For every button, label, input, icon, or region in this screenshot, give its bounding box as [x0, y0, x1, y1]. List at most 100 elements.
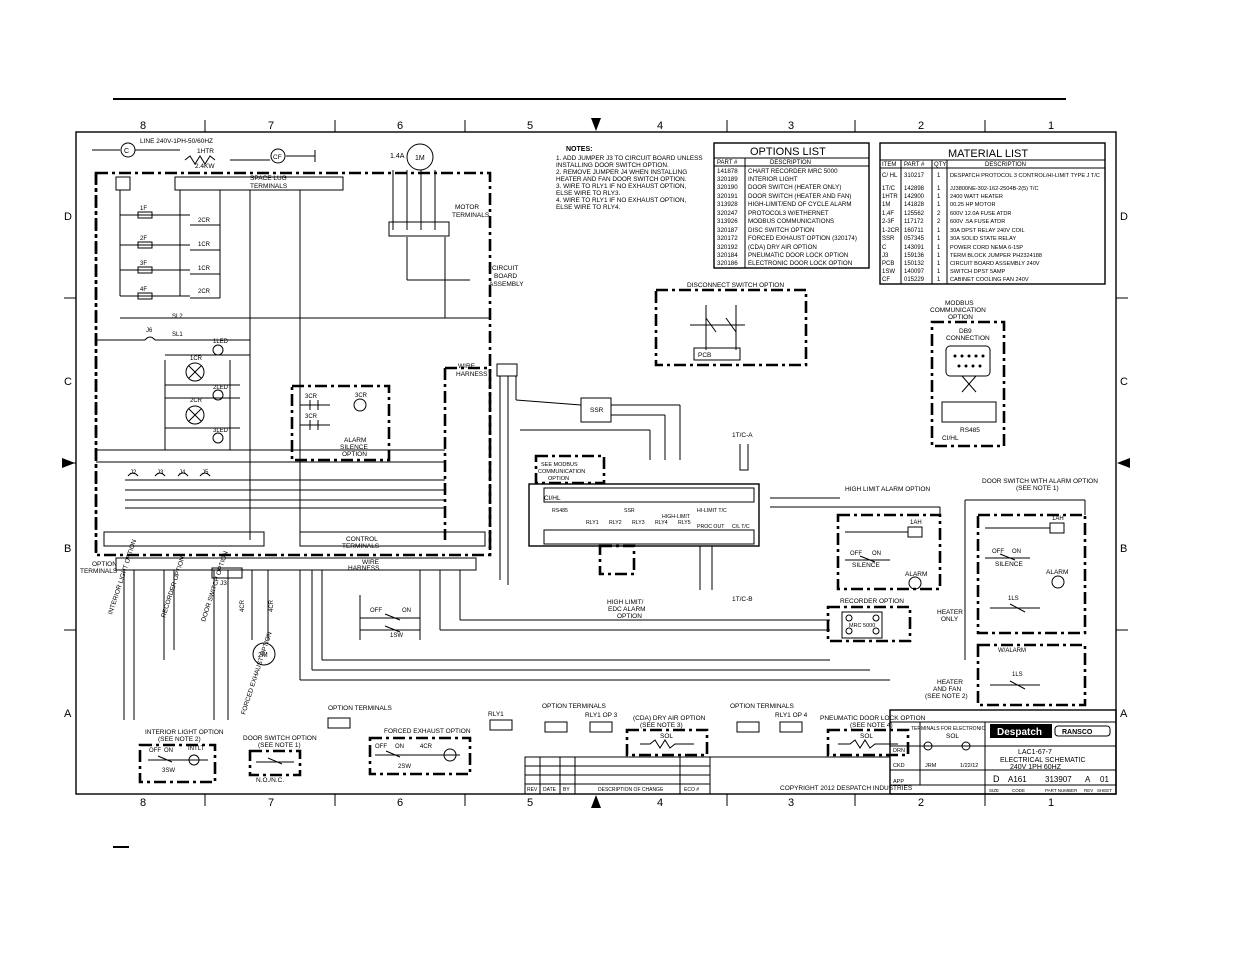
ctrl-label-rs485: RS485 [552, 508, 568, 514]
disconnect-switch-option: DISCONNECT SWITCH OPTION PCB [654, 282, 808, 367]
modbus-db9-1: DB9 [959, 328, 972, 335]
tb-sheet: 01 [1100, 775, 1109, 784]
ctrl-label-rly3: RLY3 [632, 520, 645, 526]
tb-size-label: SIZE [989, 788, 999, 793]
pn-rly-op4: RLY1 OP 4 [775, 712, 808, 719]
see-modbus-3: OPTION [548, 476, 569, 482]
heater-value: 2.4KW [195, 163, 215, 170]
ssr-block: SSR [515, 397, 681, 460]
material-row-6-item: 1-2CR [882, 228, 900, 234]
led-1-icon [212, 344, 224, 356]
ds-bottom-note: (SEE NOTE 1) [258, 742, 301, 749]
fuse-3f [137, 266, 153, 274]
see-modbus-2: COMMUNICATION [538, 469, 585, 475]
bottom-zone-markers: 8 7 6 5 4 3 2 1 [140, 794, 1054, 809]
title-block: COPYRIGHT 2012 DESPATCH INDUSTRIES Despa… [709, 709, 1117, 795]
zone-7-top: 7 [268, 120, 274, 132]
ctrl-label-rly4: RLY4 [655, 520, 668, 526]
zone-3-top: 3 [788, 120, 794, 132]
fuse-2f-label: 2F [140, 236, 147, 242]
circuit-board-label-2: BOARD [494, 273, 517, 280]
zone-d-right: D [1120, 211, 1128, 223]
material-row-5-desc: 600V .5A FUSE ATDR [950, 219, 1005, 225]
relay-1cr-label: 1CR [190, 356, 203, 362]
material-row-3-qty: 1 [937, 202, 941, 208]
revision-block: REV DATE BY DESCRIPTION OF CHANGE ECO # [524, 756, 711, 795]
material-row-3-desc: 00.25 HP MOTOR [950, 202, 996, 208]
recorder-title: RECORDER OPTION [840, 598, 904, 605]
material-row-12-part: 015229 [904, 277, 925, 283]
wire-harness-2-label-2: HARNESS [348, 565, 380, 572]
options-list-title: OPTIONS LIST [750, 146, 826, 158]
material-row-8-qty: 1 [937, 245, 941, 251]
rev-hdr-by: BY [563, 787, 570, 793]
led-3-label: 3LED [213, 428, 229, 434]
tb-code-label: CODE [1012, 788, 1025, 793]
zone-b-right: B [1120, 543, 1127, 555]
sw1-label: 1SW [390, 633, 403, 639]
tb-code: A161 [1008, 775, 1027, 784]
options-row-9-desc: (CDA) DRY AIR OPTION [748, 244, 817, 251]
brand-name: Despatch [997, 727, 1042, 738]
material-row-9-part: 159136 [904, 253, 925, 259]
recorder-option: RECORDER OPTION MRC 5000 [826, 598, 912, 643]
material-header-desc: DESCRIPTION [985, 162, 1026, 168]
material-row-6-part: 160711 [904, 228, 924, 234]
alarm-3cr-coil-icon [353, 398, 367, 412]
exhaust-motor-label: 2M [258, 652, 268, 659]
j6-label: J6 [146, 328, 153, 334]
material-row-8-desc: POWER CORD NEMA 6-15P [950, 245, 1023, 251]
material-row-2-item: 1HTR [882, 194, 898, 200]
heater-fan-2: AND FAN [933, 686, 961, 693]
material-row-9-qty: 1 [937, 253, 941, 259]
control-terminal-strip: CONTROL TERMINALS WIRE HARNESS OPTION TE… [80, 531, 890, 720]
motor-rating: 1.4A [390, 153, 405, 160]
db9-connector-icon [945, 345, 991, 377]
hl-alarm-icon [908, 576, 922, 590]
heater-only-1: HEATER [937, 609, 963, 616]
material-row-9-item: J3 [882, 253, 889, 259]
options-list-rows: 141878 CHART RECORDER MRC 5000 320189 IN… [717, 168, 857, 267]
contact-2cr-b: 2CR [198, 289, 211, 295]
zone-5-bottom: 5 [527, 797, 533, 809]
material-row-6-qty: 1 [937, 228, 941, 234]
material-row-1-item: 1T/C [882, 186, 896, 192]
lower-4cr-a: 4CR [240, 599, 246, 612]
zone-b-left: B [64, 543, 71, 555]
rev-hdr-eco: ECO # [684, 787, 699, 793]
options-row-9-part: 320192 [717, 244, 738, 251]
sl2-label: SL2 [172, 314, 183, 320]
hl-edc-3: OPTION [617, 613, 642, 620]
el-sol: SOL [946, 733, 959, 740]
tb-checked: CKD [893, 763, 905, 769]
material-row-6-desc: 30A DPST RELAY 240V COIL [950, 228, 1025, 234]
tb-part-label: PART NUMBER [1045, 788, 1078, 793]
recorder-model: MRC 5000 [849, 623, 875, 629]
material-row-10-part: 150132 [904, 261, 925, 267]
cda-solenoid-icon [640, 739, 694, 749]
ds-bottom-title: DOOR SWITCH OPTION [243, 735, 317, 742]
jumper-j5: J5 [202, 470, 209, 476]
il-intlt: INTLT [188, 746, 205, 752]
notes-title: NOTES: [566, 146, 592, 153]
exhaust-motor-icon [252, 642, 276, 666]
note-line-8: ELSE WIRE TO RLY4. [556, 204, 621, 211]
alarm-silence-option: 3CR 3CR 3CR ALARM SILENCE OPTION [290, 384, 391, 462]
options-row-1-desc: INTERIOR LIGHT [748, 176, 798, 183]
jumper-j2: J2 [130, 470, 137, 476]
material-row-8-part: 143091 [904, 245, 925, 251]
fe-4cr: 4CR [420, 744, 433, 750]
zone-2-top: 2 [918, 120, 924, 132]
options-row-3-part: 320191 [717, 193, 738, 200]
options-row-6-desc: MODBUS COMMUNICATIONS [748, 218, 834, 225]
options-row-1-part: 320189 [717, 176, 738, 183]
material-row-12-item: CF [882, 277, 890, 283]
wire-harness-label-1: WIRE [458, 363, 476, 370]
fe-option-terminals: OPTION TERMINALS [328, 705, 392, 712]
ds-iah: 1AH [1052, 516, 1064, 522]
tb-rev: A [1085, 775, 1091, 784]
material-row-1-part: 142898 [904, 186, 925, 192]
material-row-11-desc: SWITCH DPST 5AMP [950, 269, 1005, 275]
sw1-off: OFF [370, 608, 382, 614]
cda-rly-op3: RLY1 OP 3 [585, 712, 618, 719]
